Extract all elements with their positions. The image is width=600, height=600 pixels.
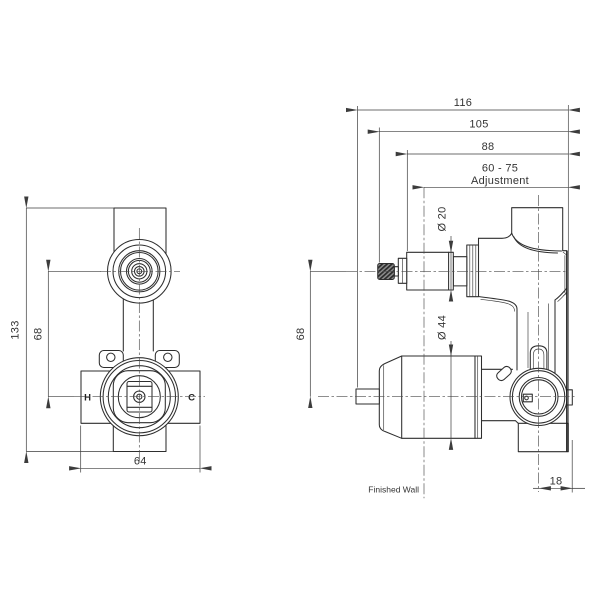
- side-extension-lines: [357, 106, 408, 388]
- dim-64-label: 64: [134, 455, 147, 467]
- finished-wall-label: Finished Wall: [368, 484, 419, 494]
- dim-cartridge-diameter: Ø 20: [437, 206, 454, 302]
- front-neck: [122, 295, 154, 352]
- pipe-fillet-inner: [513, 236, 559, 254]
- left-ear-hole: [106, 352, 116, 363]
- right-ear-hole: [163, 352, 173, 363]
- side-view: 116 105 88 60 - 75 Adjustment 68 Ø 20: [295, 97, 585, 499]
- dim-68-front-label: 68: [33, 328, 45, 341]
- dim-18-label: 18: [550, 476, 563, 488]
- front-center-lines: [74, 228, 205, 462]
- dim-overall-depth: 116: [345, 97, 580, 113]
- dim-105-label: 105: [469, 119, 488, 131]
- dim-88-label: 88: [482, 141, 495, 153]
- bottom-block: [517, 422, 569, 453]
- dim-front-inlet-height: 68: [33, 259, 101, 409]
- wall-side-tab: [566, 389, 573, 406]
- dim-body-diameter: Ø 44: [437, 315, 454, 450]
- front-mounting-ears: [98, 349, 180, 369]
- dim-adjustment-range-label: 60 - 75: [482, 163, 518, 175]
- dim-overall-height: 133: [10, 196, 114, 464]
- dim-116-label: 116: [454, 97, 472, 109]
- diagonal-boss: [496, 365, 512, 382]
- dim-outlet-to-wall: 18: [533, 440, 585, 493]
- cold-port-label: C: [188, 392, 195, 403]
- dim-depth-105: 105: [367, 119, 580, 134]
- side-body-fill: [478, 233, 567, 372]
- dim-dia20-label: Ø 20: [437, 206, 449, 231]
- dim-body-width: 64: [69, 425, 212, 473]
- side-top-pipe: [511, 207, 564, 252]
- side-center-lines: [318, 187, 577, 499]
- pipe-fillet-outer: [511, 232, 563, 252]
- hot-port-label: H: [84, 392, 91, 403]
- body-bottom-curve-outer: [477, 295, 518, 310]
- dim-133-label: 133: [10, 320, 22, 339]
- cylinder-end-cap: [474, 355, 483, 439]
- dim-adjustment: 60 - 75 Adjustment: [412, 163, 580, 190]
- dim-adjustment-caption-label: Adjustment: [471, 175, 529, 187]
- dim-dia44-label: Ø 44: [437, 315, 449, 340]
- body-bottom-curve-inner: [480, 298, 515, 312]
- front-view: H C 133 68 64: [10, 196, 212, 473]
- dim-side-center-height: 68: [295, 259, 346, 409]
- dim-68-side-label: 68: [295, 328, 307, 341]
- dim-depth-88: 88: [395, 141, 580, 157]
- thermostat-cylinder: [378, 355, 483, 439]
